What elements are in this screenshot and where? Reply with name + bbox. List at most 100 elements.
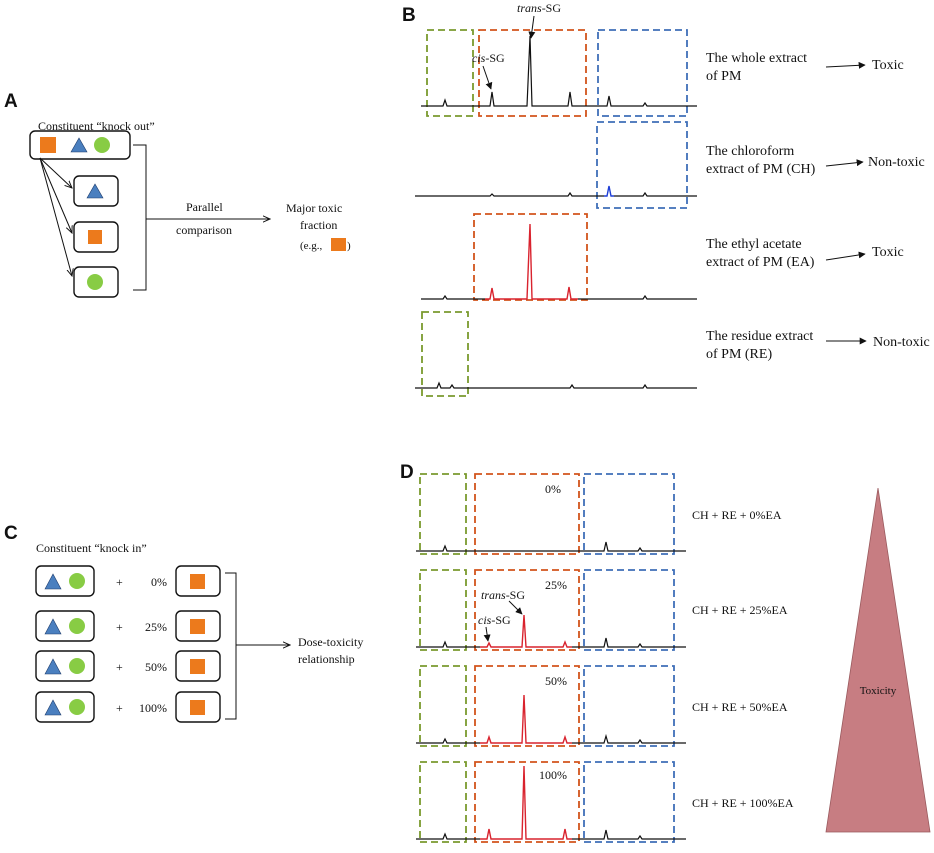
plus-sign: + [116,660,123,674]
blue-triangle-icon [70,137,88,153]
chromatogram-chloroform-tail [614,191,697,197]
green-circle-icon [69,573,85,589]
percent-label: 100% [139,701,167,715]
green-circle-icon [94,137,110,153]
mixture-box [29,130,131,160]
panel-a: A Constituent “knock out” Parallel compa… [4,91,351,298]
plus-sign: + [116,575,123,589]
base-mixture-box [35,610,95,642]
chromatogram-ethyl-acetate [421,294,485,300]
cis-sg-arrow [483,626,491,642]
blue-region-box [597,29,688,117]
green-circle-icon [69,618,85,634]
green-region-box [421,311,469,397]
chromatogram-100-percent-peaks [480,765,572,840]
cis-sg-arrow [482,65,493,90]
green-circle-icon [87,274,103,290]
green-region-box [419,473,467,555]
knock-in-row: + 0% [35,565,221,597]
percent-label: 0% [545,482,561,496]
chromatogram-ethyl-acetate-peaks [485,223,578,300]
base-mixture-box [35,565,95,597]
chromatogram-whole-extract [421,35,697,107]
base-mixture-box [35,650,95,682]
chromatogram-chloroform-peak [604,185,614,197]
trans-sg-arrow [508,600,523,615]
split-arrow [39,157,72,276]
trans-sg-arrow [528,15,536,39]
parallel-label: Parallel [186,200,223,214]
orange-region-box [478,29,587,117]
major-toxic-label: Major toxic [286,201,342,215]
orange-square-icon [331,238,346,251]
blue-triangle-icon [44,573,62,590]
blue-triangle-icon [86,183,104,199]
result-arrow [825,61,866,69]
blue-triangle-icon [44,699,62,716]
added-fraction-box [175,691,221,723]
percent-label: 100% [539,768,567,782]
green-region-box [426,29,474,117]
row-label-line1: The ethyl acetate [706,237,802,252]
panel-c-title: Constituent “knock in” [36,541,147,555]
mixture-label: CH + RE + 50%EA [692,700,788,714]
knock-in-row: + 100% [35,691,221,723]
fraction-label: fraction [300,218,337,232]
chromatogram-25-percent [416,640,480,648]
orange-square-icon [88,230,102,244]
square-only-box [73,221,119,253]
knock-in-row: + 50% [35,650,221,682]
blue-region-box [583,665,675,747]
added-fraction-box [175,610,221,642]
orange-square-icon [190,659,205,674]
orange-region-box [474,569,580,651]
row-label-line2: of PM (RE) [706,347,772,362]
chromatogram-50-percent-peaks [480,694,572,744]
split-arrow [39,157,72,233]
chromatogram-residue [415,381,697,389]
result-label: Toxic [872,58,904,73]
row-label-line1: The chloroform [706,144,794,159]
chromatogram-ethyl-acetate-tail [578,294,697,300]
blue-triangle-icon [44,658,62,675]
blue-region-box [596,121,688,209]
split-arrow [39,157,72,188]
orange-region-box [474,473,580,555]
percent-label: 0% [151,575,167,589]
orange-square-icon [190,700,205,715]
chromatogram-100-percent [416,832,480,840]
eg-label: (e.g., [300,240,323,252]
row-label-line2: extract of PM (CH) [706,162,816,177]
base-mixture-box [35,691,95,723]
cis-sg-label: cis-SG [472,51,505,65]
chromatogram-chloroform [415,191,604,197]
chromatogram-100-percent-tail [572,829,686,840]
mixture-label: CH + RE + 25%EA [692,603,788,617]
relationship-label: relationship [298,652,355,666]
eg-close-label: ) [347,240,351,252]
green-region-box [419,665,467,747]
orange-region-box [474,761,580,843]
blue-triangle-icon [44,618,62,635]
chromatogram-25-percent-tail [572,637,686,648]
panel-d: D 0% CH + RE + 0%EA 25% trans-SG cis-SG … [400,462,931,843]
panel-b: B trans-SG cis-SG The whole extract of P… [402,1,930,397]
bracket [133,144,147,291]
green-region-box [419,761,467,843]
row-label-line2: of PM [706,69,742,84]
result-label: Non-toxic [873,335,930,350]
green-circle-icon [69,658,85,674]
plus-sign: + [116,620,123,634]
result-arrow [825,251,866,261]
chromatogram-50-percent-tail [572,733,686,744]
comparison-label: comparison [176,223,232,237]
orange-region-box [473,213,588,301]
panel-b-letter: B [402,5,416,26]
toxicity-label: Toxicity [860,685,897,697]
bracket [225,572,237,720]
orange-region-box [474,665,580,747]
row-label-line2: extract of PM (EA) [706,255,815,270]
mixture-label: CH + RE + 0%EA [692,508,782,522]
panel-a-title: Constituent “knock out” [38,119,155,133]
